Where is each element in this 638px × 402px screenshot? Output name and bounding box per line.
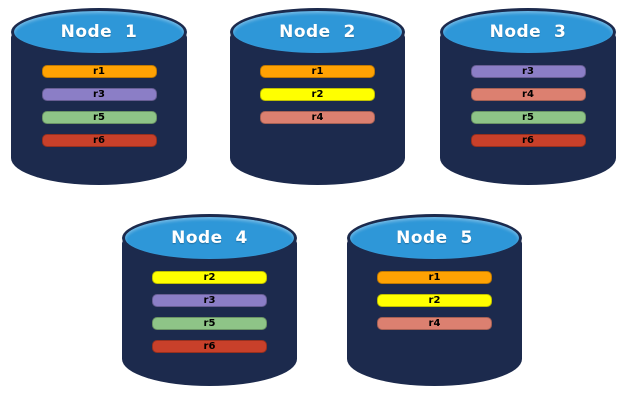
replica-bar-r3: r3 <box>470 65 586 78</box>
replica-bar-r6: r6 <box>41 134 157 147</box>
cylinder-top: Node 3 <box>440 8 616 56</box>
replica-bar-r1: r1 <box>260 65 375 78</box>
node-label: Node 4 <box>171 228 248 248</box>
node-label: Node 5 <box>396 228 473 248</box>
replica-bar-r3: r3 <box>41 88 157 101</box>
node-label: Node 1 <box>60 22 138 42</box>
replica-bar-r5: r5 <box>470 111 586 124</box>
node-cylinder-3: Node 3 r3 r4 r5 r6 <box>440 8 616 185</box>
replica-bar-r4: r4 <box>260 111 375 124</box>
node-cylinder-5: Node 5 r1 r2 r4 <box>347 214 522 386</box>
replica-bar-r2: r2 <box>377 294 492 307</box>
replica-bar-r5: r5 <box>41 111 157 124</box>
replica-bar-r1: r1 <box>41 65 157 78</box>
cylinder-body <box>230 32 405 185</box>
replica-list: r1 r2 r4 <box>230 65 405 124</box>
replica-list: r1 r3 r5 r6 <box>11 65 187 147</box>
replica-bar-r6: r6 <box>152 340 267 353</box>
node-cylinder-2: Node 2 r1 r2 r4 <box>230 8 405 185</box>
node-label: Node 2 <box>279 22 356 42</box>
replica-bar-r2: r2 <box>260 88 375 101</box>
cylinder-body <box>440 32 616 185</box>
cylinder-top: Node 4 <box>122 214 297 262</box>
replica-bar-r5: r5 <box>152 317 267 330</box>
replica-bar-r3: r3 <box>152 294 267 307</box>
cylinder-top: Node 1 <box>11 8 187 56</box>
replica-bar-r1: r1 <box>377 271 492 284</box>
replica-list: r1 r2 r4 <box>347 271 522 330</box>
replica-list: r2 r3 r5 r6 <box>122 271 297 353</box>
node-label: Node 3 <box>489 22 567 42</box>
replica-bar-r6: r6 <box>470 134 586 147</box>
cylinder-top: Node 2 <box>230 8 405 56</box>
cylinder-top: Node 5 <box>347 214 522 262</box>
node-cylinder-4: Node 4 r2 r3 r5 r6 <box>122 214 297 386</box>
replica-bar-r2: r2 <box>152 271 267 284</box>
replica-list: r3 r4 r5 r6 <box>440 65 616 147</box>
cylinder-body <box>347 238 522 386</box>
node-cylinder-1: Node 1 r1 r3 r5 r6 <box>11 8 187 185</box>
cylinder-body <box>11 32 187 185</box>
cylinder-body <box>122 238 297 386</box>
replica-bar-r4: r4 <box>377 317 492 330</box>
replica-bar-r4: r4 <box>470 88 586 101</box>
